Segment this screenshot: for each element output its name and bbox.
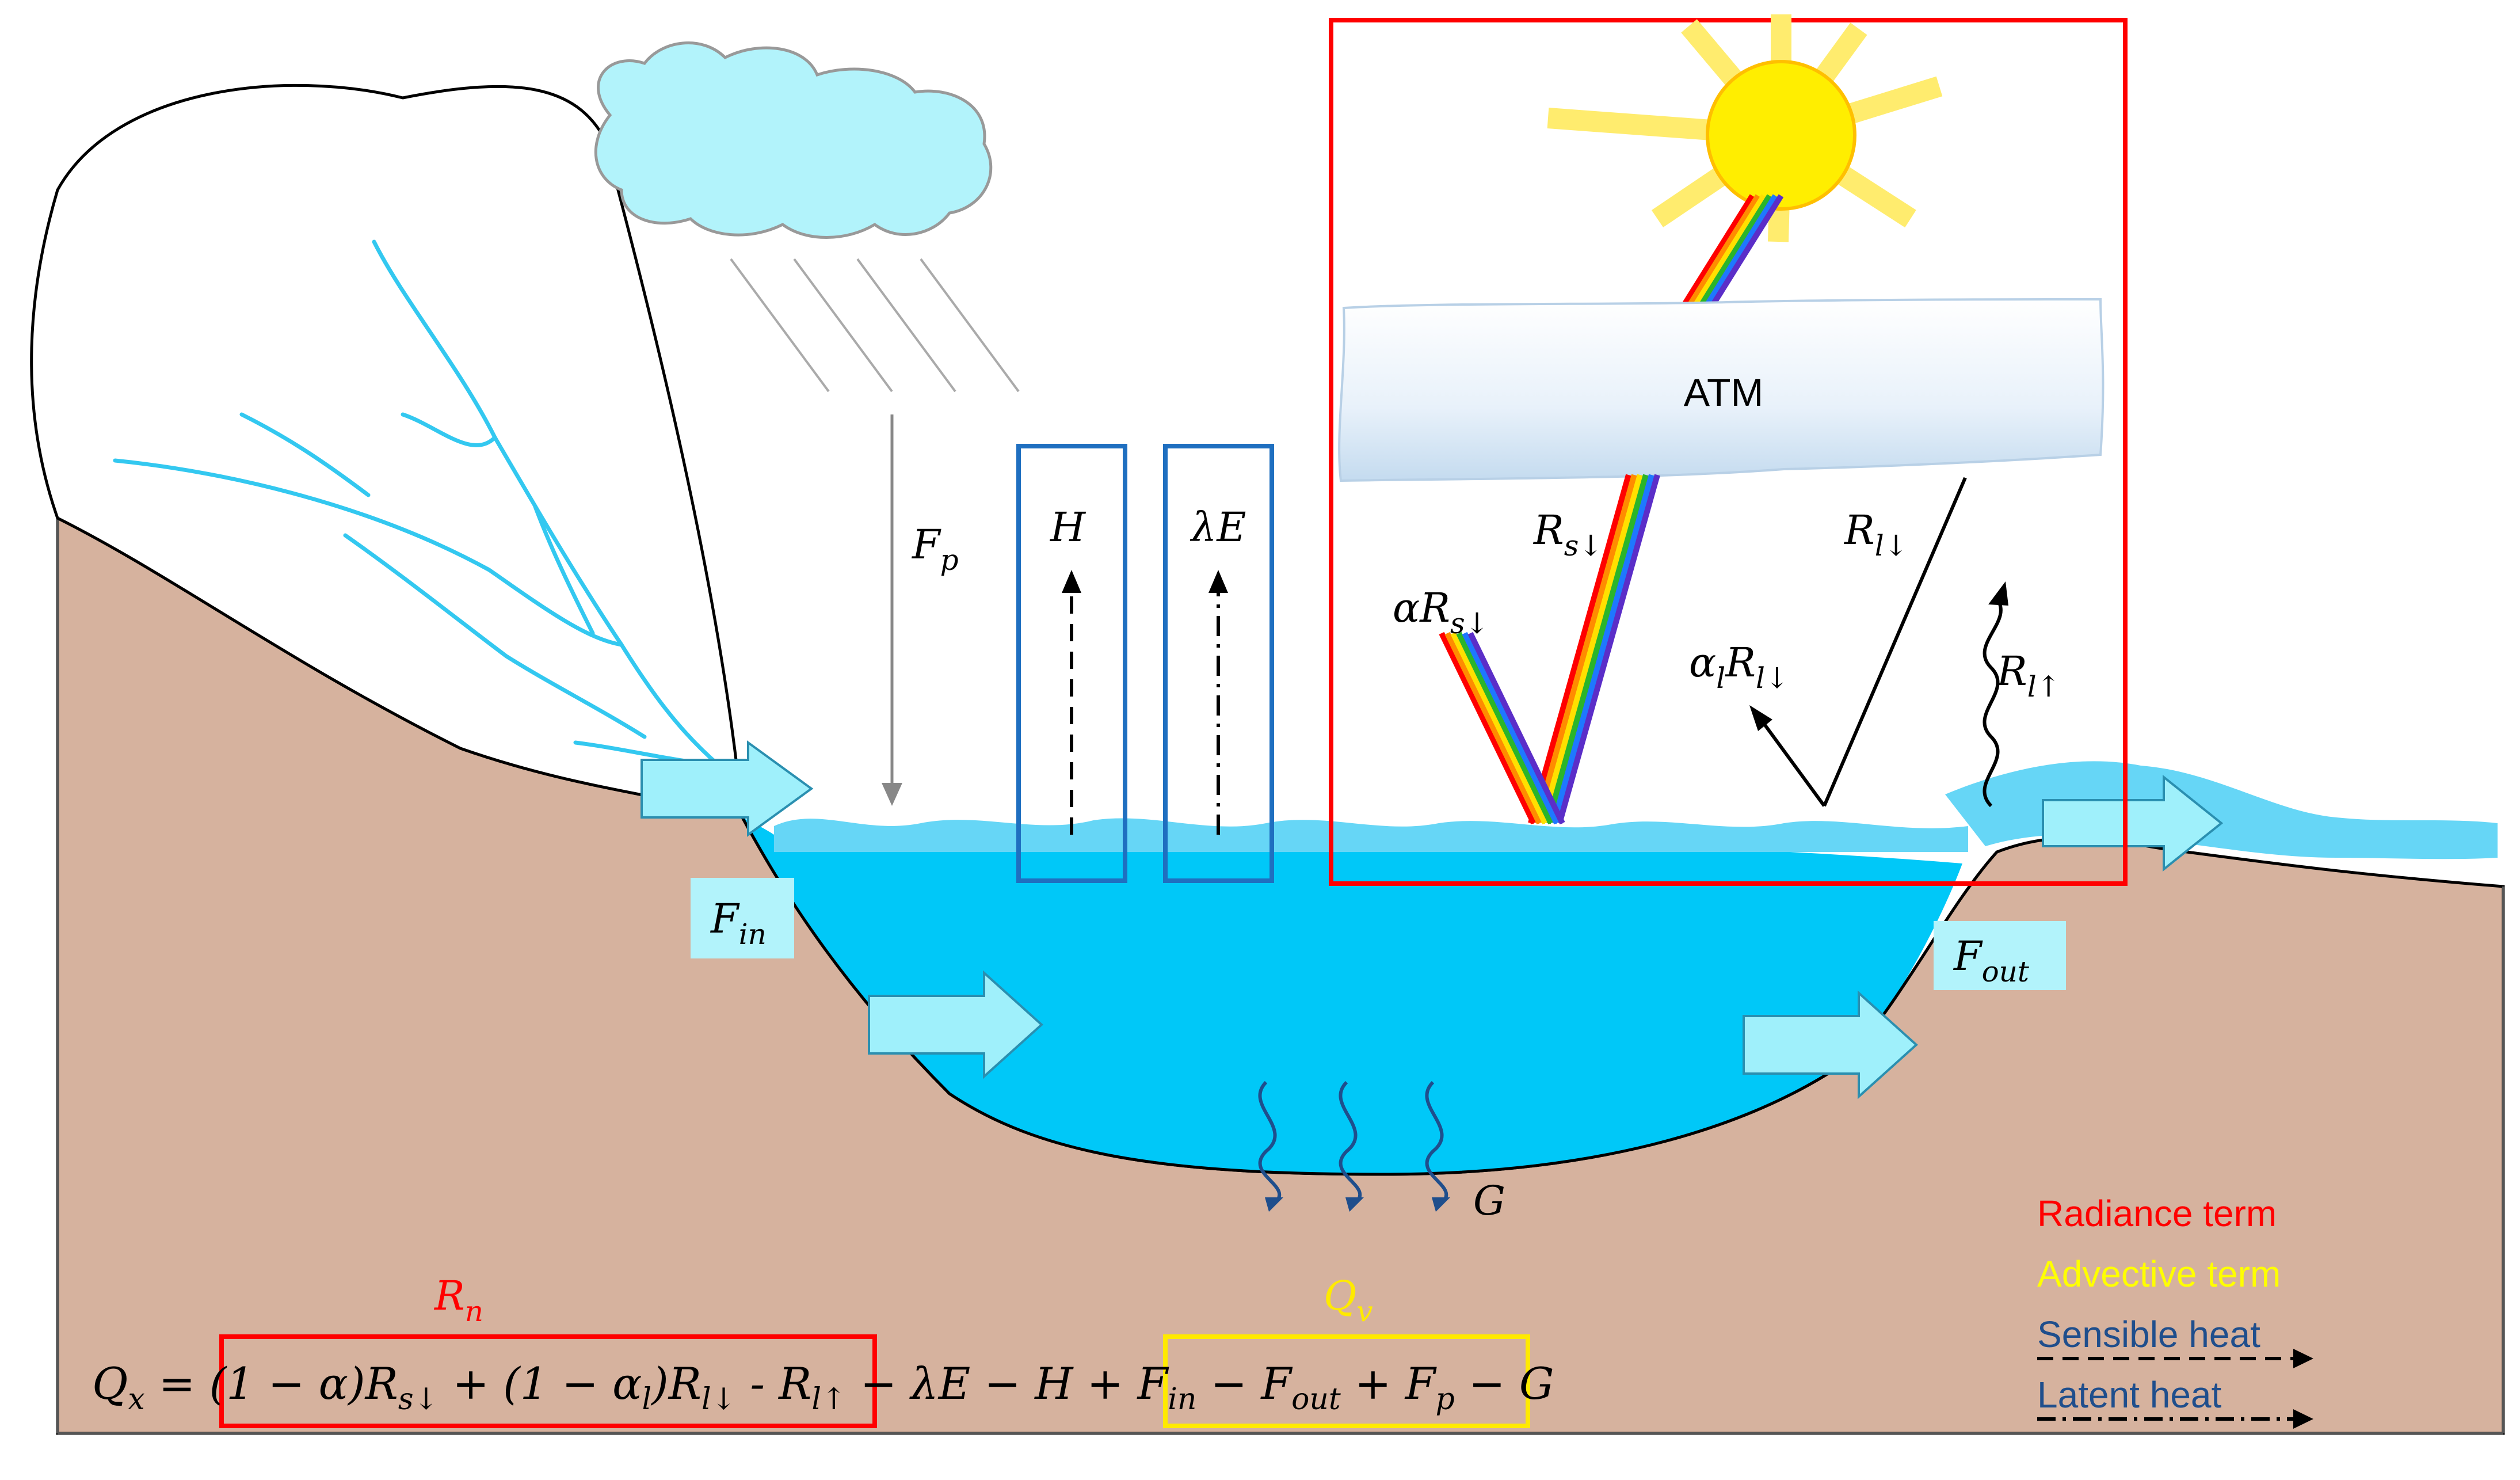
label-rl-up: Rl↑ xyxy=(1996,648,2061,703)
reflected-longwave-arrowhead xyxy=(1749,705,1772,731)
label-rs-down: Rs↓ xyxy=(1532,507,1603,562)
longwave-up-arrowhead xyxy=(1988,581,2008,606)
longwave-up-wave xyxy=(1983,598,2003,808)
atm-label: ATM xyxy=(1684,371,1764,414)
radiation-panel xyxy=(1329,18,2128,886)
energy-balance-equation: Qx = (1 − α)Rs↓ + (1 − αl)Rl↓ - Rl↑ − λE… xyxy=(92,1358,1554,1417)
reflected-shortwave-beam xyxy=(1439,631,1565,825)
label-qv: Qv xyxy=(1324,1272,1373,1328)
longwave-down-line xyxy=(1823,477,1967,807)
reflected-longwave-line xyxy=(1759,718,1826,807)
label-fin: Fin xyxy=(710,895,767,951)
atmosphere-band xyxy=(1338,298,2105,482)
label-h: H xyxy=(1049,504,1086,551)
fin-label-box xyxy=(691,878,794,958)
lake-surface xyxy=(774,818,1968,852)
legend-radiance: Radiance term xyxy=(2037,1193,2277,1234)
sensible-heat-arrowhead xyxy=(1062,570,1081,593)
flow-arrows xyxy=(641,740,2224,1099)
ground-heat-arrowheads xyxy=(1265,1197,1450,1212)
radiance-term-box xyxy=(219,1334,877,1428)
sensible-heat-box xyxy=(1016,444,1127,883)
cloud xyxy=(594,41,993,239)
shortwave-beam-upper xyxy=(1678,194,1784,313)
inflow-arrow-lower xyxy=(868,970,1043,1079)
legend-latent: Latent heat xyxy=(2037,1374,2222,1416)
ground-heat-arrows xyxy=(1258,1080,1448,1205)
rain-lines xyxy=(730,258,1020,393)
latent-heat-box xyxy=(1163,444,1274,883)
label-g: G xyxy=(1473,1177,1505,1224)
advective-term-box xyxy=(1163,1334,1530,1428)
mountain xyxy=(30,83,744,820)
inflow-arrow-upper xyxy=(641,740,814,837)
legend-sensible-arrowhead xyxy=(2293,1349,2313,1368)
shortwave-beam-lower xyxy=(1528,474,1660,824)
label-rl-down: Rl↓ xyxy=(1843,507,1908,562)
lake-water xyxy=(742,817,1962,1174)
fout-label-box xyxy=(1934,921,2066,990)
label-le: λE xyxy=(1190,504,1246,551)
precipitation-arrowhead xyxy=(882,783,902,806)
latent-heat-arrowhead xyxy=(1208,570,1228,593)
label-fout: Fout xyxy=(1953,933,2030,988)
label-alpha-rs: αRs↓ xyxy=(1393,584,1489,640)
legend-latent-arrowhead xyxy=(2293,1409,2313,1429)
sun xyxy=(1706,60,1856,211)
legend-sensible: Sensible heat xyxy=(2037,1314,2260,1355)
label-alpha-l-rl: αlRl↓ xyxy=(1689,639,1789,695)
label-fp: Fp xyxy=(911,521,959,577)
outflow-arrow-lower xyxy=(1743,990,1918,1099)
legend-advective: Advective term xyxy=(2037,1253,2281,1295)
label-rn: Rn xyxy=(433,1272,483,1328)
outflow-arrow-upper xyxy=(2042,774,2224,872)
